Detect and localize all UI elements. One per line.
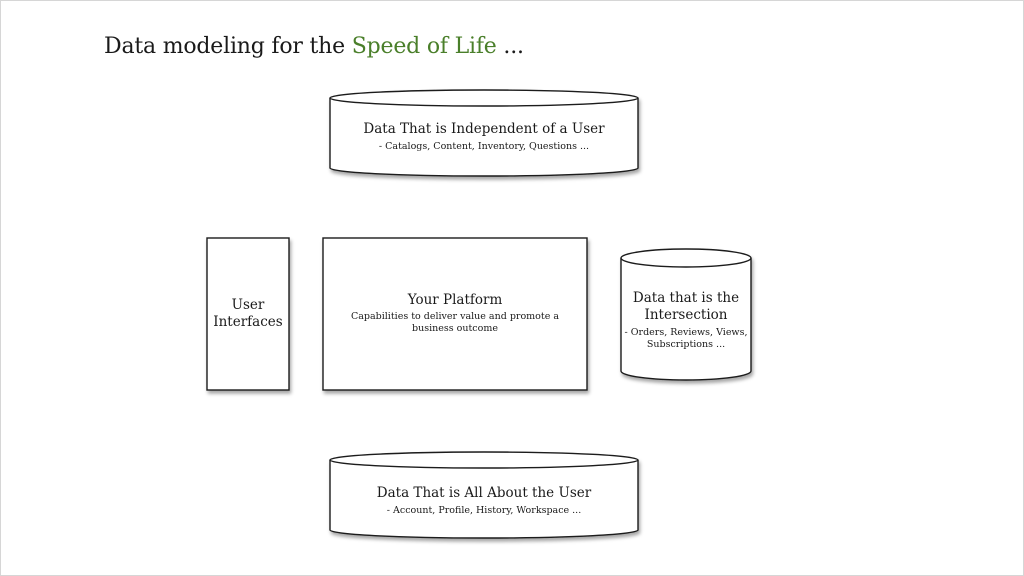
bottom-data-store-title: Data That is All About the User — [376, 485, 592, 501]
user-interfaces-box — [206, 237, 290, 391]
platform-subtitle: Capabilities to deliver value and promot… — [350, 311, 560, 334]
bottom-data-store-label: Data That is All About the User - Accoun… — [330, 476, 638, 526]
top-data-store-subtitle: - Catalogs, Content, Inventory, Question… — [378, 141, 590, 152]
user-interfaces-title: User Interfaces — [213, 297, 283, 330]
intersection-data-store-subtitle: - Orders, Reviews, Views, Subscriptions … — [624, 327, 748, 350]
bottom-data-store-subtitle: - Account, Profile, History, Workspace .… — [386, 505, 582, 516]
bottom-data-store-shape — [329, 451, 639, 539]
slide-title: Data modeling for the Speed of Life ... — [104, 34, 524, 59]
intersection-data-store-title: Data that is the Intersection — [632, 290, 740, 323]
top-data-store-label: Data That is Independent of a User - Cat… — [330, 112, 638, 162]
title-prefix: Data modeling for the — [104, 34, 352, 59]
top-data-store-shape — [329, 89, 639, 177]
title-suffix: ... — [496, 34, 524, 59]
platform-label: Your Platform Capabilities to deliver va… — [333, 284, 577, 344]
user-interfaces-label: User Interfaces — [211, 238, 285, 390]
platform-title: Your Platform — [407, 292, 503, 308]
top-data-store-title: Data That is Independent of a User — [363, 121, 605, 137]
intersection-data-store-label: Data that is the Intersection - Orders, … — [624, 284, 748, 364]
platform-box — [322, 237, 588, 391]
title-accent: Speed of Life — [351, 34, 497, 59]
intersection-data-store-shape — [620, 248, 752, 381]
